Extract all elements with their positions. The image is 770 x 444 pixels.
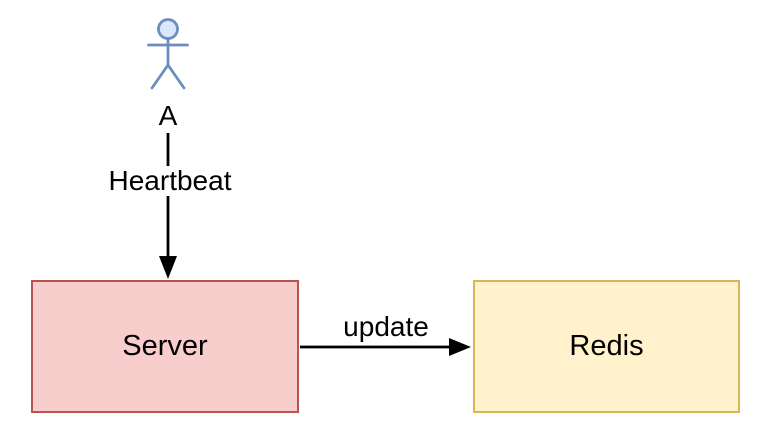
actor-body <box>147 37 189 90</box>
edge-label-update: update <box>343 311 429 342</box>
node-redis-label: Redis <box>569 330 644 362</box>
node-redis: Redis <box>473 280 740 413</box>
heartbeat-arrowhead <box>159 256 177 279</box>
update-arrow <box>300 338 471 356</box>
node-server: Server <box>31 280 299 413</box>
update-arrowhead <box>449 338 471 356</box>
actor-label: A <box>158 100 178 131</box>
actor-head <box>157 18 179 40</box>
actor-figure <box>147 18 189 90</box>
edge-label-heartbeat: Heartbeat <box>105 166 235 196</box>
node-server-label: Server <box>122 330 208 362</box>
heartbeat-arrow <box>159 133 177 279</box>
